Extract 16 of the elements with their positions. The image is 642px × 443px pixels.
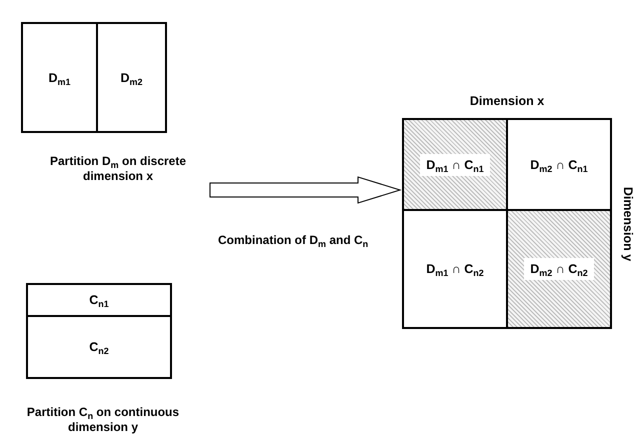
cell-label: D$_{m1}$ ∩ C$_{n2}$ — [426, 262, 484, 276]
partition-caption: Partition D$_{m}$ on discrete dimension x — [48, 154, 188, 184]
hatched-cell — [508, 211, 610, 327]
cell-label: D$_{m2}$ — [120, 70, 143, 84]
cell-label: D$_{m1}$ — [48, 70, 71, 84]
cell-label: D$_{m2}$ ∩ C$_{n2}$ — [524, 258, 594, 280]
cell-label: D$_{m2}$ ∩ C$_{n1}$ — [530, 158, 588, 172]
cell-label: C$_{n1}$ — [89, 293, 109, 307]
hatched-cell — [404, 120, 508, 211]
axis-title: Dimension x — [468, 94, 546, 109]
block-arrow — [210, 176, 402, 204]
partition-caption: Partition C$_{n}$ on continuous dimension y — [26, 405, 180, 435]
cell-label: C$_{n2}$ — [89, 340, 109, 354]
edge-label: Combination of D$_{m}$ and C$_{n}$ — [218, 233, 368, 248]
axis-title: Dimension y — [620, 186, 635, 261]
cell-label: D$_{m1}$ ∩ C$_{n1}$ — [420, 154, 490, 176]
